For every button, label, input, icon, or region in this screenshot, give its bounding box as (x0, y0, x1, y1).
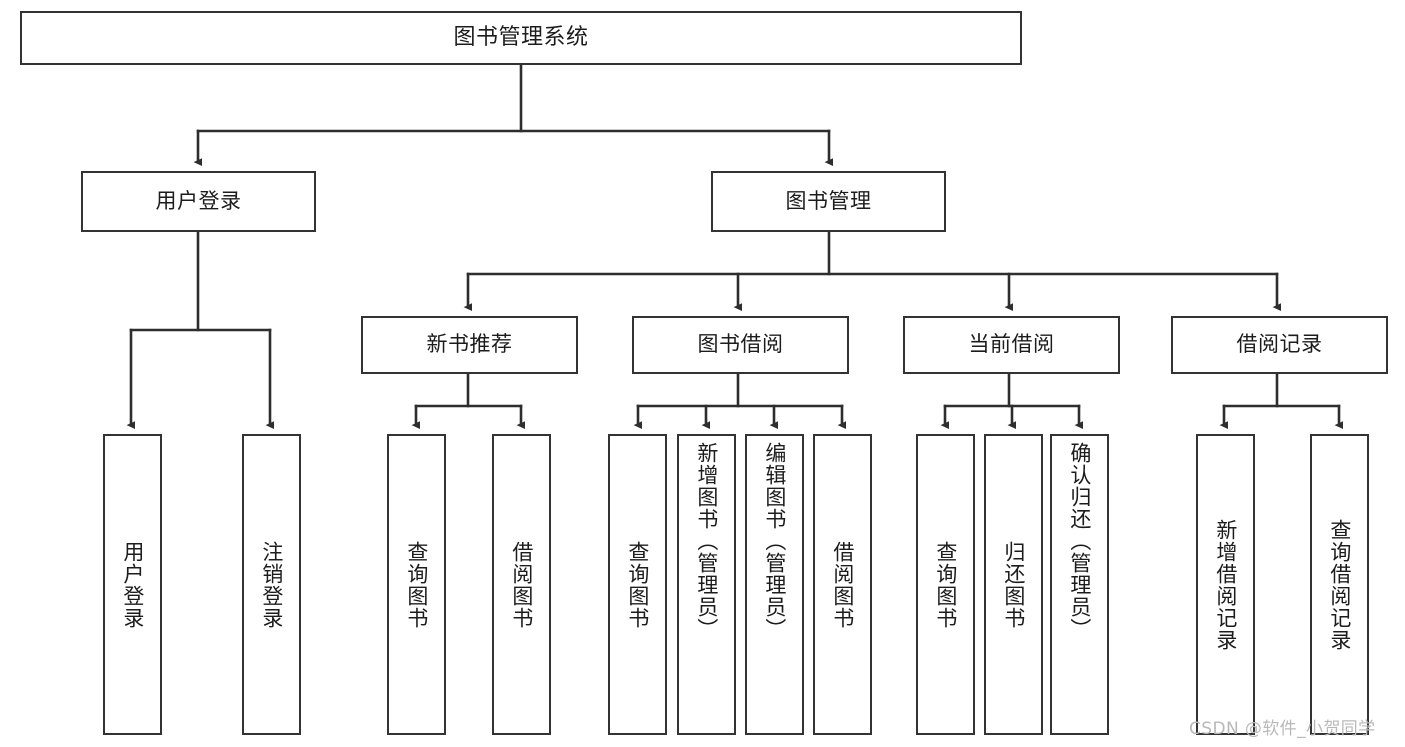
node-label: 归还图书 (1001, 540, 1026, 629)
node-label: 新增图书（管理员） (694, 442, 719, 640)
node-label: 借阅图书 (509, 540, 534, 629)
leaf-borrow-book-recommend[interactable]: 借阅图书 (492, 434, 551, 735)
node-label: 借阅图书 (830, 540, 855, 629)
node-user-login[interactable]: 用户登录 (81, 171, 316, 232)
node-label: 查询图书 (404, 540, 429, 629)
leaf-query-borrow-record[interactable]: 查询借阅记录 (1310, 434, 1369, 735)
leaf-logout[interactable]: 注销登录 (242, 434, 301, 735)
node-label: 新增借阅记录 (1213, 518, 1238, 651)
node-label: 编辑图书（管理员） (762, 442, 787, 640)
node-label: 查询图书 (933, 540, 958, 629)
node-book-borrow[interactable]: 图书借阅 (632, 316, 849, 374)
leaf-borrow-book[interactable]: 借阅图书 (813, 434, 872, 735)
node-label: 图书借阅 (697, 332, 784, 357)
leaf-add-borrow-record[interactable]: 新增借阅记录 (1196, 434, 1255, 735)
node-borrow-record[interactable]: 借阅记录 (1171, 316, 1388, 374)
node-label: 新书推荐 (426, 332, 513, 357)
node-root-system[interactable]: 图书管理系统 (20, 11, 1022, 65)
node-label: 图书管理系统 (453, 24, 589, 50)
node-current-borrow[interactable]: 当前借阅 (903, 316, 1120, 374)
leaf-edit-book-admin[interactable]: 编辑图书（管理员） (745, 434, 804, 735)
leaf-return-book[interactable]: 归还图书 (984, 434, 1043, 735)
leaf-query-book-recommend[interactable]: 查询图书 (387, 434, 446, 735)
csdn-watermark: CSDN @软件_小贺同学 (1189, 719, 1376, 739)
leaf-confirm-return-admin[interactable]: 确认归还（管理员） (1050, 434, 1109, 735)
leaf-user-login[interactable]: 用户登录 (103, 434, 162, 735)
node-label: 借阅记录 (1236, 332, 1323, 357)
node-label: 查询图书 (625, 540, 650, 629)
leaf-query-book-borrow[interactable]: 查询图书 (608, 434, 667, 735)
leaf-query-book-current[interactable]: 查询图书 (916, 434, 975, 735)
node-label: 确认归还（管理员） (1067, 442, 1092, 640)
leaf-add-book-admin[interactable]: 新增图书（管理员） (677, 434, 736, 735)
node-new-book-recommend[interactable]: 新书推荐 (361, 316, 578, 374)
node-label: 图书管理 (785, 188, 872, 213)
node-label: 查询借阅记录 (1327, 518, 1352, 651)
node-book-management[interactable]: 图书管理 (711, 171, 946, 232)
node-label: 用户登录 (120, 540, 145, 629)
node-label: 当前借阅 (968, 332, 1055, 357)
node-label: 用户登录 (155, 188, 242, 213)
node-label: 注销登录 (259, 540, 284, 629)
